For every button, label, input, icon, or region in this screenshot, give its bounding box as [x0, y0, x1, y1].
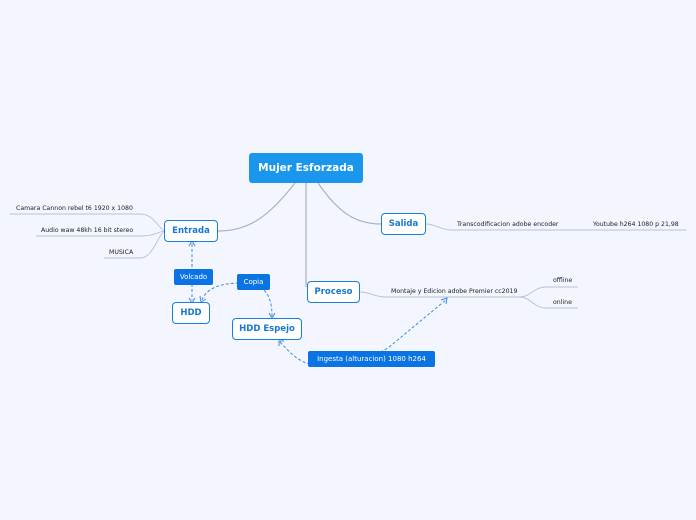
entrada-item-audio[interactable]: Audio waw 48kh 16 bit stereo	[41, 227, 134, 234]
central-topic[interactable]: Mujer Esforzada	[249, 153, 363, 183]
relation-ingesta-arrow-left	[278, 340, 284, 346]
topic-salida[interactable]: Salida	[381, 213, 426, 235]
relation-copia-line	[201, 282, 273, 317]
connector-entrada-musica	[104, 230, 165, 259]
connector-entrada-camara	[10, 213, 165, 232]
proceso-item-montaje[interactable]: Montaje y Edicion adobe Premier cc2019	[391, 288, 518, 295]
proceso-item-online[interactable]: online	[553, 299, 572, 306]
entrada-item-camara[interactable]: Camara Cannon rebel t6 1920 x 1080	[16, 205, 133, 212]
connector-salida-transcod	[425, 223, 560, 231]
relation-label-ingesta[interactable]: Ingesta (alturacion) 1080 h264	[308, 351, 435, 367]
topic-hdd-espejo[interactable]: HDD Espejo	[232, 318, 302, 340]
relation-ingesta-arrow-right	[440, 297, 448, 305]
topic-hdd[interactable]: HDD	[172, 302, 210, 324]
entrada-item-musica[interactable]: MUSICA	[109, 249, 134, 256]
salida-item-youtube[interactable]: Youtube h264 1080 p 21,98	[593, 221, 679, 228]
salida-item-transcod[interactable]: Transcodificacion adobe encoder	[457, 221, 559, 228]
connector-entrada-audio	[36, 230, 165, 237]
connector-montaje-offline	[519, 286, 578, 298]
connector-proceso-montaje	[359, 291, 520, 298]
connector-central-salida	[317, 182, 382, 225]
proceso-item-offline[interactable]: offline	[553, 277, 573, 284]
connector-central-entrada	[217, 182, 296, 232]
topic-entrada[interactable]: Entrada	[164, 220, 218, 242]
relation-label-copia[interactable]: Copia	[237, 274, 270, 290]
topic-proceso[interactable]: Proceso	[307, 281, 360, 303]
relation-label-volcado[interactable]: Volcado	[174, 269, 213, 285]
connector-montaje-online	[519, 296, 578, 309]
